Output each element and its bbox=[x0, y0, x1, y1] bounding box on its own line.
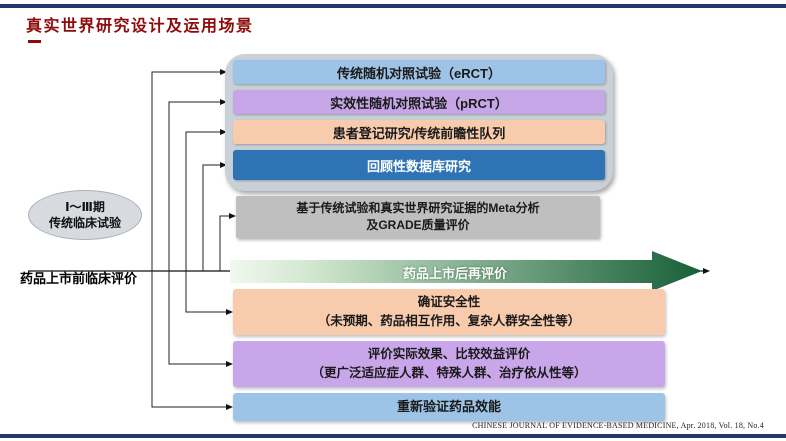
phase-ellipse-line2: 传统临床试验 bbox=[48, 216, 121, 230]
post-market-arrow-label: 药品上市后再评价 bbox=[402, 266, 507, 281]
safety-line2: （未预期、药品相互作用、复杂人群安全性等） bbox=[317, 314, 581, 328]
phase-ellipse: Ⅰ～Ⅲ期 传统临床试验 bbox=[28, 190, 142, 240]
post-market-green-arrow bbox=[230, 251, 702, 291]
connector-registry bbox=[185, 129, 227, 271]
connector-effect bbox=[168, 271, 233, 367]
safety-line1: 确证安全性 bbox=[417, 295, 481, 310]
phase-ellipse-line1: Ⅰ～Ⅲ期 bbox=[65, 199, 105, 214]
connector-prct bbox=[168, 99, 227, 271]
bottom-rule bbox=[0, 434, 786, 438]
erct-bar: 传统随机对照试验（eRCT） bbox=[233, 60, 605, 84]
meta-analysis-line1: 基于传统试验和真实世界研究证据的Meta分析 bbox=[296, 200, 540, 215]
retrospective-label: 回顾性数据库研究 bbox=[366, 158, 471, 174]
page-title: 真实世界研究设计及运用场景 bbox=[26, 18, 254, 35]
effectiveness-box: 评价实际效果、比较效益评价 （更广泛适应症人群、特殊人群、治疗依从性等） bbox=[233, 341, 665, 387]
rwd-design-group: 传统随机对照试验（eRCT） 实效性随机对照试验（pRCT） 患者登记研究/传统… bbox=[225, 54, 613, 191]
connector-revalidate bbox=[151, 271, 233, 410]
connector-retrospective bbox=[202, 162, 227, 271]
top-rule bbox=[0, 4, 786, 8]
effect-line2: （更广泛适应症人群、特殊人群、治疗依从性等） bbox=[311, 366, 587, 380]
safety-confirmation-box: 确证安全性 （未预期、药品相互作用、复杂人群安全性等） bbox=[233, 289, 665, 335]
title-underline bbox=[28, 40, 41, 43]
journal-footer: CHINESE JOURNAL OF EVIDENCE-BASED MEDICI… bbox=[472, 421, 764, 430]
revalidate-efficacy-box: 重新验证药品效能 bbox=[233, 393, 665, 421]
connector-meta bbox=[219, 213, 236, 271]
connector-safety bbox=[185, 271, 233, 315]
retrospective-bar: 回顾性数据库研究 bbox=[233, 150, 605, 180]
connector-erct bbox=[151, 69, 227, 271]
registry-bar: 患者登记研究/传统前瞻性队列 bbox=[233, 120, 605, 144]
meta-analysis-box: 基于传统试验和真实世界研究证据的Meta分析 及GRADE质量评价 bbox=[236, 196, 600, 238]
meta-analysis-line2: 及GRADE质量评价 bbox=[366, 218, 470, 232]
pre-market-label: 药品上市前临床评价 bbox=[20, 271, 138, 286]
prct-label: 实效性随机对照试验（pRCT） bbox=[330, 95, 508, 111]
erct-label: 传统随机对照试验（eRCT） bbox=[337, 65, 501, 81]
registry-label: 患者登记研究/传统前瞻性队列 bbox=[332, 125, 506, 141]
effect-line1: 评价实际效果、比较效益评价 bbox=[367, 347, 531, 362]
prct-bar: 实效性随机对照试验（pRCT） bbox=[233, 90, 605, 114]
revalidate-line1: 重新验证药品效能 bbox=[396, 399, 501, 415]
